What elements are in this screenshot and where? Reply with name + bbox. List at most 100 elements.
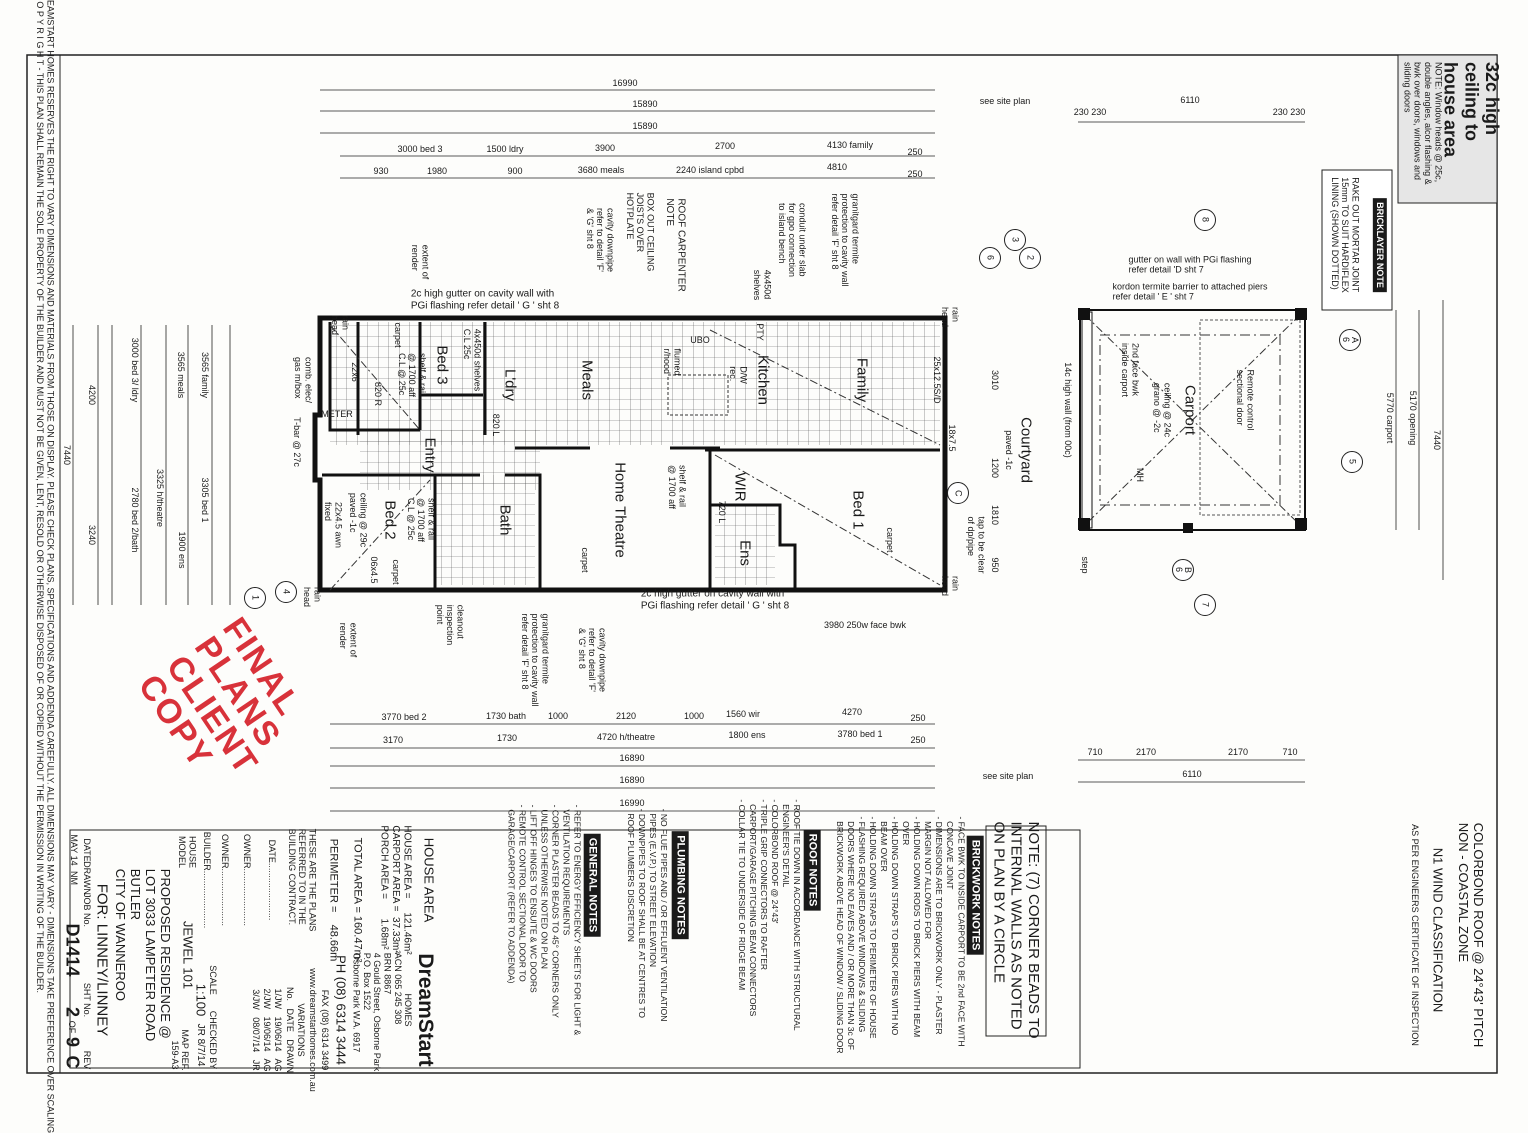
tbar-note: T-bar @ 27c xyxy=(292,417,303,467)
date-field: DATE....................... xyxy=(267,839,278,921)
kordon-note: kordon termite barrier to attached piers… xyxy=(1112,281,1268,302)
sheet-total: 9 xyxy=(62,1036,83,1048)
dimension: 5170 opening xyxy=(1408,390,1419,446)
tap-note: tap to be clear of dp/pipe xyxy=(966,516,987,574)
room-label-family: Family xyxy=(853,357,871,403)
roof-carpenter-title: ROOF CARPENTER NOTE xyxy=(664,198,687,292)
dimension: 4720 h/theatre xyxy=(596,731,656,742)
sectional-door xyxy=(1199,319,1301,516)
sheet-label: SHT No. xyxy=(82,982,93,1018)
brickwork-notes-title: BRICKWORK NOTES xyxy=(966,835,984,955)
dimension: 4810 xyxy=(826,161,848,172)
dimension: 3565 meals xyxy=(176,351,187,399)
company-fax: FAX (08) 6314 3499 xyxy=(320,989,331,1071)
dimension: 3325 h/theatre xyxy=(155,468,166,528)
dimension: 1500 ldry xyxy=(486,143,524,154)
bed3-shelf-note: shelf & rail @ 1700 aff C.L @ 25c xyxy=(396,352,428,398)
granitgard-note: granitgard termite protection to cavity … xyxy=(519,613,551,707)
dimension: 250 xyxy=(907,168,923,179)
rain-head-label: rain head xyxy=(330,314,351,336)
room-label-bath: Bath xyxy=(496,504,514,536)
window-note: NOTE: Window heads @ 25c, double angles,… xyxy=(1402,62,1444,185)
oven-label: UBO xyxy=(690,334,710,345)
room-label-bed2: Bed 2 xyxy=(381,500,399,540)
corner-beads-note: NOTE: (7) CORNER BEADS TO INTERNAL WALLS… xyxy=(990,821,1042,1039)
downpipe-note: cavity downpipe refer to detail 'F' & 'G… xyxy=(576,627,608,693)
room-label-carport: Carport xyxy=(1181,384,1199,436)
sectional-door-note: Remote control sectional door xyxy=(1235,369,1256,431)
cleanout-note: cleanout inspection point xyxy=(434,604,466,646)
dimension: 2120 xyxy=(615,710,637,721)
room-label-ens: Ens xyxy=(736,540,754,566)
gutter-wall-note: gutter on wall with PGi flashing refer d… xyxy=(1128,254,1252,275)
dimension: 250 xyxy=(910,734,926,745)
room-label-home-theatre: Home Theatre xyxy=(611,462,629,558)
dimension: 3000 bed 3/ ldry xyxy=(130,337,141,403)
dimension: 2240 island cpbd xyxy=(675,164,745,175)
sheet-number: 2 xyxy=(62,1006,83,1018)
variations-title: VARIATIONS xyxy=(296,1003,307,1057)
rev-label: REV xyxy=(82,1050,93,1070)
house-model-label: HOUSE MODEL xyxy=(177,835,198,869)
second-face-note: 2nd face bwk inside carport xyxy=(1120,342,1141,398)
dimension: 1900 ens xyxy=(177,531,188,569)
variation-row: 3/JW 08/07/14 JR xyxy=(251,989,262,1071)
project-address: PROPOSED RESIDENCE @ LOT 3033 LAMPETER R… xyxy=(113,868,173,1042)
variation-row: 2/JW 19/06/14 AG xyxy=(262,988,273,1072)
tiled-living-area xyxy=(330,322,940,445)
owner-field: OWNER....................... xyxy=(242,833,253,927)
dimension: 710 xyxy=(1087,746,1103,757)
dimension: 1810 xyxy=(990,504,1001,526)
dimension: 16990 xyxy=(619,797,645,808)
section-marker: 1 xyxy=(244,587,266,609)
bricklayer-note-title: BRICKLAYER NOTE xyxy=(1372,198,1388,292)
revision: C xyxy=(62,1055,83,1069)
dimension: 2170 xyxy=(1135,746,1157,757)
dimension: 3900 xyxy=(594,142,616,153)
map-ref-label: MAP REF. xyxy=(180,1029,191,1071)
roof-spec: COLORBOND ROOF @ 24°43' PITCH NON - COAS… xyxy=(1456,822,1486,1048)
dimension-lines xyxy=(72,89,1444,812)
variations-header: No. DATE DRAWN xyxy=(285,986,296,1074)
dimension: 3010 xyxy=(990,369,1001,391)
section-marker: 3 xyxy=(1004,229,1026,251)
dimension: 3770 bed 2 xyxy=(381,711,427,722)
room-label-bed1: Bed 1 xyxy=(849,490,867,530)
dimension: 15890 xyxy=(632,120,658,131)
wind-classification: N1 WIND CLASSIFICATION xyxy=(1430,847,1446,1013)
bed2-shelf-note: shelf & rail @ 1700 aff C.L @ 25c xyxy=(405,497,437,543)
dimension: 7440 xyxy=(62,444,73,466)
dimension: 900 xyxy=(507,165,523,176)
shelves-note: 4x450d shelves xyxy=(752,269,773,301)
perimeter: PERIMETER = 48.66m xyxy=(327,838,340,962)
door-label: 820 R xyxy=(373,381,384,407)
company-details: ACN 065 245 308 BRN 8867 4 Gould Street,… xyxy=(351,952,403,1072)
render-note: extent of render xyxy=(410,244,431,280)
gutter-note: 2c high gutter on cavity wall with PGi f… xyxy=(640,588,790,612)
window-label: 22x6 xyxy=(350,362,361,382)
map-ref: 159-A3 xyxy=(170,1040,181,1070)
dimension: 1800 ens xyxy=(728,729,766,740)
room-label-laundry: L'dry xyxy=(501,368,519,402)
room-label-bed3: Bed 3 xyxy=(433,345,451,385)
step-label: step xyxy=(1080,556,1091,574)
dimension: 3565 family xyxy=(200,351,211,399)
window-label: 06x4.5 xyxy=(369,556,380,584)
room-label-entry: Entry xyxy=(421,437,439,473)
carport-piers xyxy=(1078,308,1307,533)
company-logo-sub: HOMES xyxy=(403,993,414,1027)
dimension: 16890 xyxy=(619,752,645,763)
door-label: 820 L xyxy=(491,413,502,437)
section-marker: 2 xyxy=(1019,247,1041,269)
door-label: 720 L xyxy=(717,500,728,524)
dimension: 3000 bed 3 xyxy=(397,143,443,154)
tiled-ensuite-area xyxy=(715,505,775,585)
wir-shelf-note: shelf & rail @ 1700 aff xyxy=(667,464,688,510)
dimension: 1560 wir xyxy=(725,708,761,719)
plumbing-notes: - NO FLUE PIPES AND / OR EFFLUENT VENTIL… xyxy=(625,808,670,1022)
rain-head-label: rain head xyxy=(302,586,323,608)
pantry-label: PTY xyxy=(755,323,766,341)
copyright-notice: DREAMSTART HOMES RESERVES THE RIGHT TO V… xyxy=(35,0,56,1133)
room-label-courtyard: Courtyard xyxy=(1017,417,1035,483)
room-label-meals: Meals xyxy=(578,359,596,401)
